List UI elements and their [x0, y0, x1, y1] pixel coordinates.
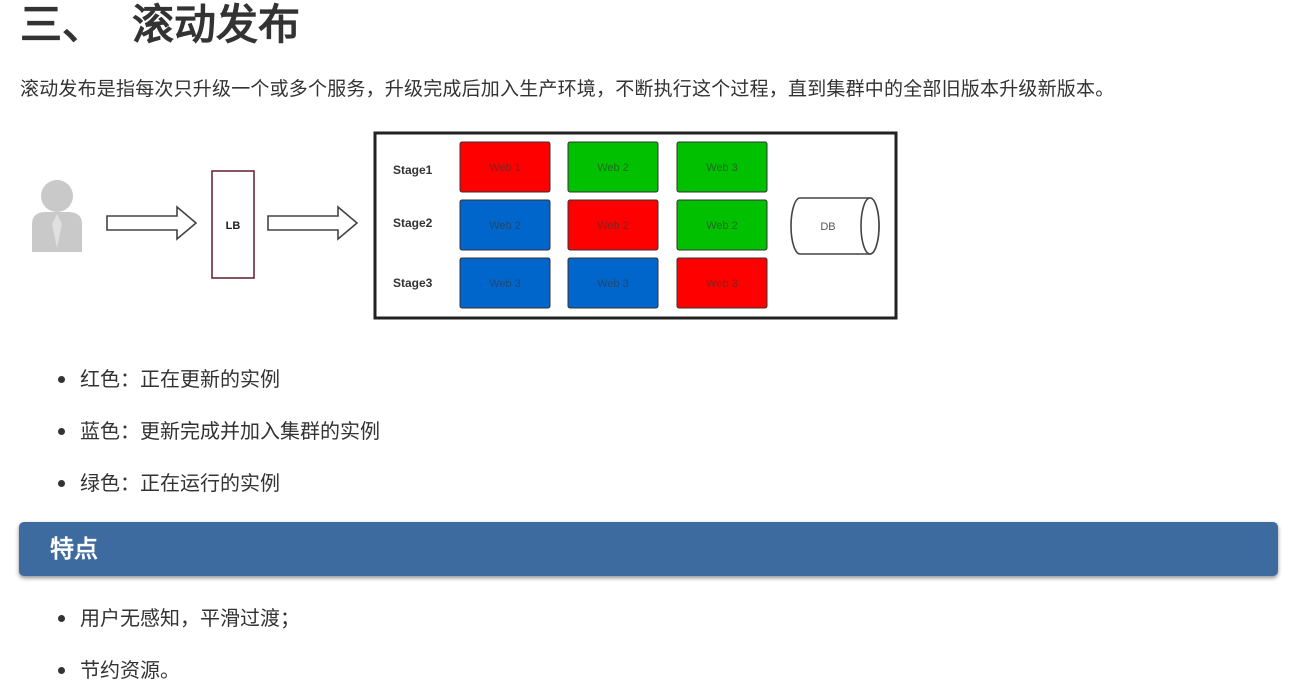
bullet-dot — [58, 480, 65, 487]
instance-box — [459, 199, 551, 251]
stage-label: Stage3 — [393, 276, 433, 290]
db-label: DB — [820, 221, 835, 233]
color-legend-list: 红色：正在更新的实例 蓝色：更新完成并加入集群的实例 绿色：正在运行的实例 — [0, 365, 380, 521]
list-item: 用户无感知，平滑过渡； — [0, 604, 300, 656]
list-item: 绿色：正在运行的实例 — [0, 469, 380, 521]
instance-box — [567, 141, 659, 193]
arrow-user-to-lb — [106, 205, 198, 241]
bullet-dot — [58, 376, 65, 383]
bullet-dot — [58, 615, 65, 622]
lb-label: LB — [226, 220, 241, 232]
instance-box — [676, 257, 768, 309]
rolling-deploy-diagram: LB Stage1 Stage2 Stage3 Web 1 Web 2 Web … — [0, 128, 910, 328]
instance-box — [459, 257, 551, 309]
heading-text: 滚动发布 — [132, 0, 301, 49]
arrow-lb-to-cluster — [267, 205, 359, 241]
instance-box — [567, 199, 659, 251]
instance-box — [567, 257, 659, 309]
user-icon — [32, 180, 82, 252]
features-list: 用户无感知，平滑过渡； 节约资源。 — [0, 604, 300, 694]
list-item: 蓝色：更新完成并加入集群的实例 — [0, 417, 380, 469]
list-item-text: 用户无感知，平滑过渡； — [80, 606, 300, 630]
heading-number: 三、 — [20, 0, 105, 49]
list-item: 红色：正在更新的实例 — [0, 365, 380, 417]
instance-label: Web 3 — [706, 278, 738, 290]
instance-label: Web 2 — [489, 220, 521, 232]
stage-label: Stage2 — [393, 216, 433, 230]
bullet-dot — [58, 667, 65, 674]
list-item-text: 节约资源。 — [80, 658, 180, 682]
instance-box — [676, 141, 768, 193]
db-cylinder — [790, 197, 880, 255]
instance-label: Web 3 — [489, 278, 521, 290]
instance-label: Web 1 — [489, 162, 521, 174]
list-item: 节约资源。 — [0, 656, 300, 694]
instance-box — [459, 141, 551, 193]
instance-label: Web 3 — [706, 162, 738, 174]
intro-paragraph: 滚动发布是指每次只升级一个或多个服务，升级完成后加入生产环境，不断执行这个过程，… — [20, 78, 1115, 100]
section-header: 特点 — [19, 522, 1278, 576]
stage-label: Stage1 — [393, 163, 433, 177]
instance-box — [676, 199, 768, 251]
instance-label: Web 2 — [597, 220, 629, 232]
page-title: 三、滚动发布 — [20, 0, 300, 50]
bullet-dot — [58, 428, 65, 435]
list-item-text: 蓝色：更新完成并加入集群的实例 — [80, 419, 380, 443]
instance-label: Web 3 — [597, 278, 629, 290]
instance-label: Web 2 — [597, 162, 629, 174]
list-item-text: 红色：正在更新的实例 — [80, 367, 280, 391]
list-item-text: 绿色：正在运行的实例 — [80, 471, 280, 495]
lb-box — [211, 170, 255, 279]
section-title: 特点 — [50, 535, 98, 563]
instance-label: Web 2 — [706, 220, 738, 232]
